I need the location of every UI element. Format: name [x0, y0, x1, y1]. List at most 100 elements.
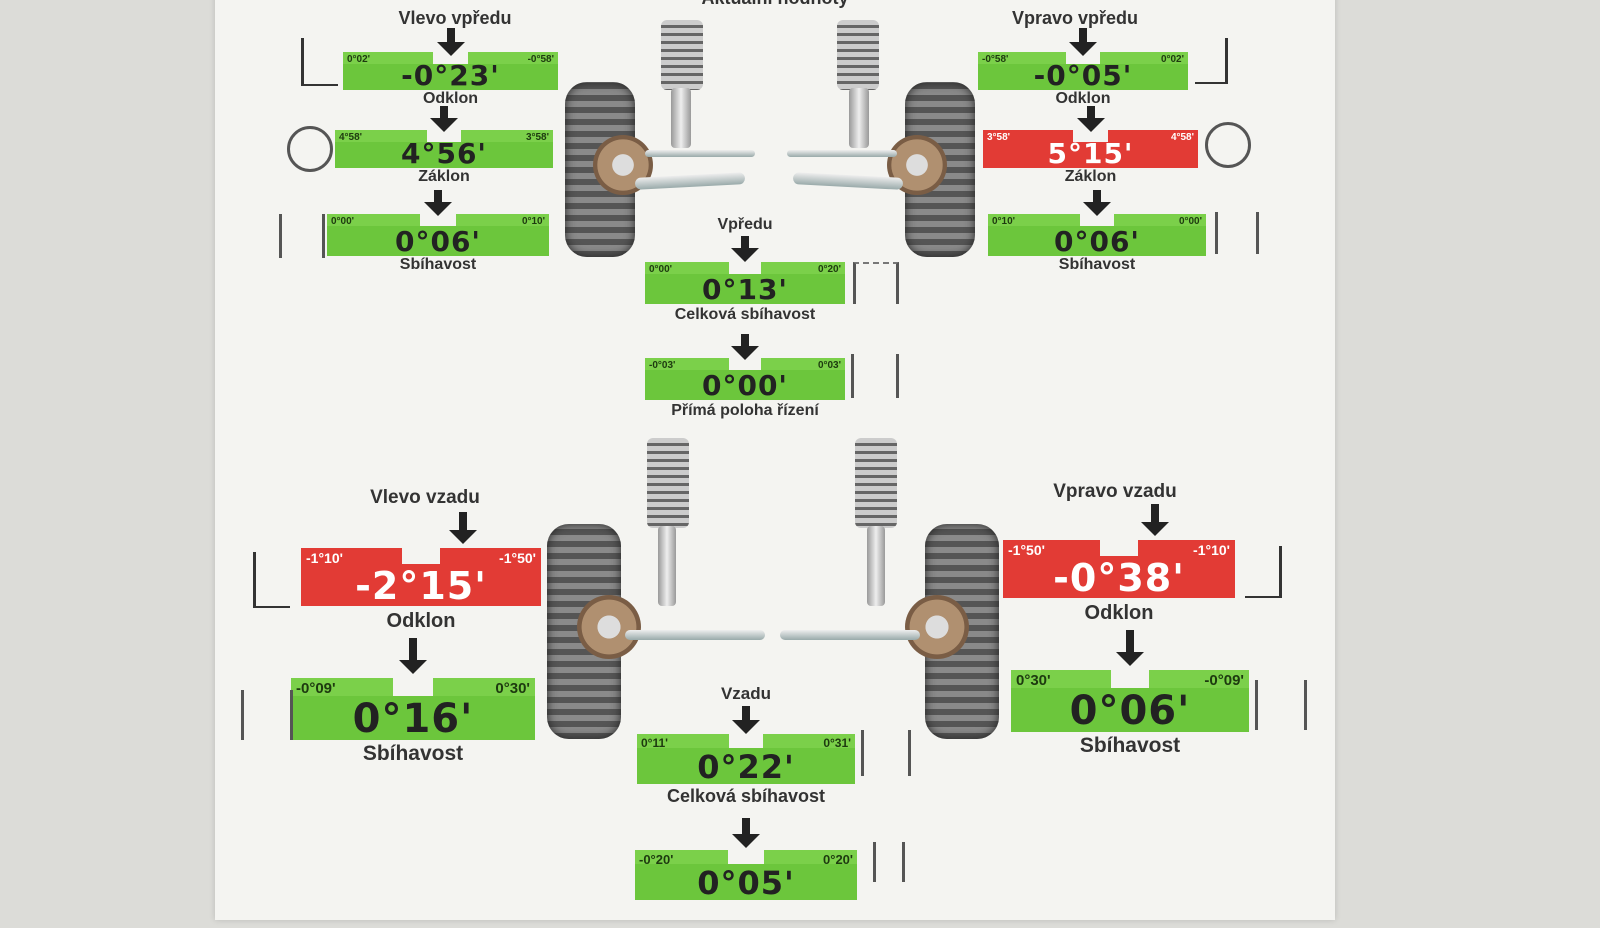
front-left-camber: 0°02' -0°58' -0°23' Odklon: [343, 28, 558, 110]
rear-right-camber: -1°50' -1°10' -0°38' Odklon: [1003, 504, 1235, 624]
front-right-toe-label: Sbíhavost: [1058, 256, 1136, 273]
front-total-toe-arrow: [731, 236, 759, 262]
rear-left-toe-bar: -0°09' 0°30' 0°16': [291, 678, 535, 742]
rear-left-lower-arm: [625, 630, 765, 640]
front-left-camber-max: -0°58': [527, 54, 554, 65]
rear-right-camber-value: -0°38': [1053, 556, 1185, 600]
rear-toe-icon: [241, 690, 293, 740]
rear-right-spring: [855, 438, 897, 528]
front-total-title: Vpředu: [717, 216, 773, 233]
rear-left-camber: -1°10' -1°50' -2°15' Odklon: [301, 512, 541, 632]
rear-right-strut: [867, 526, 885, 606]
rear-right-toe-max: -0°09': [1204, 672, 1244, 689]
front-right-toe-max: 0°00': [1178, 216, 1202, 227]
front-left-toe-label: Sbíhavost: [399, 256, 477, 273]
front-right-camber-max: 0°02': [1160, 54, 1184, 65]
front-total-toe: Vpředu 0°00' 0°20' 0°13' Celková sbíhavo…: [645, 216, 845, 328]
front-right-caster-max: 4°58': [1170, 132, 1194, 143]
toe-gauge-icon-right: [1215, 212, 1259, 254]
rear-left-toe-max: 0°30': [495, 680, 530, 697]
front-left-caster-bar: 4°58' 3°58' 4°56': [335, 130, 553, 170]
thrust-value: 0°05': [697, 864, 795, 902]
rear-total-toe-icon: [861, 730, 911, 776]
front-right-toe: 0°10' 0°00' 0°06' Sbíhavost: [988, 190, 1206, 278]
rear-camber-icon: [253, 552, 290, 608]
front-right-title: Vpravo vpředu: [1011, 8, 1139, 28]
front-right-camber-bar: -0°58' 0°02' -0°05': [978, 52, 1188, 92]
steering-bar: -0°03' 0°03' 0°00': [645, 358, 845, 402]
front-right-caster-arrow: [1076, 106, 1105, 132]
front-right-tie-rod: [787, 150, 897, 157]
thrust-arrow: [732, 818, 760, 848]
front-left-camber-bar: 0°02' -0°58' -0°23': [343, 52, 558, 92]
steering-position: -0°03' 0°03' 0°00' Přímá poloha řízení: [645, 334, 845, 426]
caster-gauge-icon-right: [1205, 122, 1251, 168]
front-total-toe-min: 0°00': [649, 264, 673, 275]
steering-label: Přímá poloha řízení: [671, 402, 819, 419]
steering-arrow: [731, 334, 759, 360]
front-left-toe-max: 0°10': [521, 216, 545, 227]
rear-right-title: Vpravo vzadu: [1053, 481, 1177, 502]
rear-right-toe: 0°30' -0°09' 0°06' Sbíhavost: [1011, 630, 1249, 757]
front-right-toe-value: 0°06': [1053, 225, 1141, 258]
toe-gauge-icon: [279, 214, 325, 258]
alignment-sheet: Aktuální hodnoty Vlevo vpředu: [215, 0, 1335, 920]
front-left-camber-min: 0°02': [347, 54, 371, 65]
total-toe-icon: [853, 262, 899, 304]
front-right-spring: [837, 20, 879, 90]
front-left-toe-arrow: [424, 190, 452, 216]
thrust-icon: [873, 842, 905, 882]
camber-gauge-icon-right: [1195, 38, 1228, 84]
rear-right-camber-min: -1°50': [1008, 542, 1045, 558]
rear-left-camber-arrow: [449, 512, 477, 544]
front-left-camber-value: -0°23': [401, 59, 500, 92]
front-left-title: Vlevo vpředu: [398, 8, 512, 28]
rear-left-camber-max: -1°50': [499, 550, 536, 566]
front-total-toe-value: 0°13': [701, 273, 789, 306]
front-left-caster-max: 3°58': [525, 132, 549, 143]
thrust-max: 0°20': [823, 852, 853, 867]
rear-right-toe-min: 0°30': [1016, 672, 1051, 689]
rear-left-strut: [658, 526, 676, 606]
thrust-min: -0°20': [639, 852, 674, 867]
front-left-toe-value: 0°06': [394, 225, 482, 258]
steering-icon: [851, 354, 899, 398]
front-left-caster-min: 4°58': [339, 132, 363, 143]
steering-value: 0°00': [701, 369, 789, 402]
rear-right-camber-label: Odklon: [1084, 602, 1154, 624]
rear-left-hub: [577, 595, 641, 659]
rear-right-toe-value: 0°06': [1069, 688, 1191, 734]
rear-left-camber-bar: -1°10' -1°50' -2°15': [301, 548, 541, 608]
rear-right-lower-arm: [780, 630, 920, 640]
steering-max: 0°03': [817, 360, 841, 371]
front-right-camber-label: Odklon: [1055, 90, 1111, 107]
thrust-angle: -0°20' 0°20' 0°05': [635, 818, 857, 928]
rear-right-toe-bar: 0°30' -0°09' 0°06': [1011, 670, 1249, 734]
rear-toe-icon-right: [1255, 680, 1307, 730]
rear-total-toe-value: 0°22': [697, 748, 795, 786]
thrust-bar: -0°20' 0°20' 0°05': [635, 850, 857, 902]
front-right-toe-bar: 0°10' 0°00' 0°06': [988, 214, 1206, 258]
front-right-toe-min: 0°10': [992, 216, 1016, 227]
front-right-caster-min: 3°58': [987, 132, 1011, 143]
steering-min: -0°03': [649, 360, 676, 371]
front-total-toe-max: 0°20': [817, 264, 841, 275]
camber-gauge-icon: [301, 38, 338, 86]
rear-total-toe-max: 0°31': [823, 736, 851, 750]
front-left-caster: 4°58' 3°58' 4°56' Záklon: [335, 106, 553, 190]
rear-total-toe-bar: 0°11' 0°31' 0°22': [637, 734, 855, 786]
rear-total-toe-min: 0°11': [641, 736, 669, 750]
front-right-strut: [849, 88, 869, 148]
front-left-caster-arrow: [430, 106, 458, 132]
rear-left-toe-arrow: [399, 638, 427, 674]
front-right-arm: [792, 172, 904, 190]
rear-right-hub: [905, 595, 969, 659]
rear-total-toe-arrow: [732, 706, 760, 734]
front-right-caster-label: Záklon: [1064, 168, 1117, 185]
front-left-tie-rod: [645, 150, 755, 157]
rear-total-title: Vzadu: [720, 684, 772, 703]
rear-right-camber-max: -1°10': [1193, 542, 1230, 558]
rear-left-spring: [647, 438, 689, 528]
rear-left-camber-value: -2°15': [355, 564, 487, 608]
front-left-spring: [661, 20, 703, 90]
